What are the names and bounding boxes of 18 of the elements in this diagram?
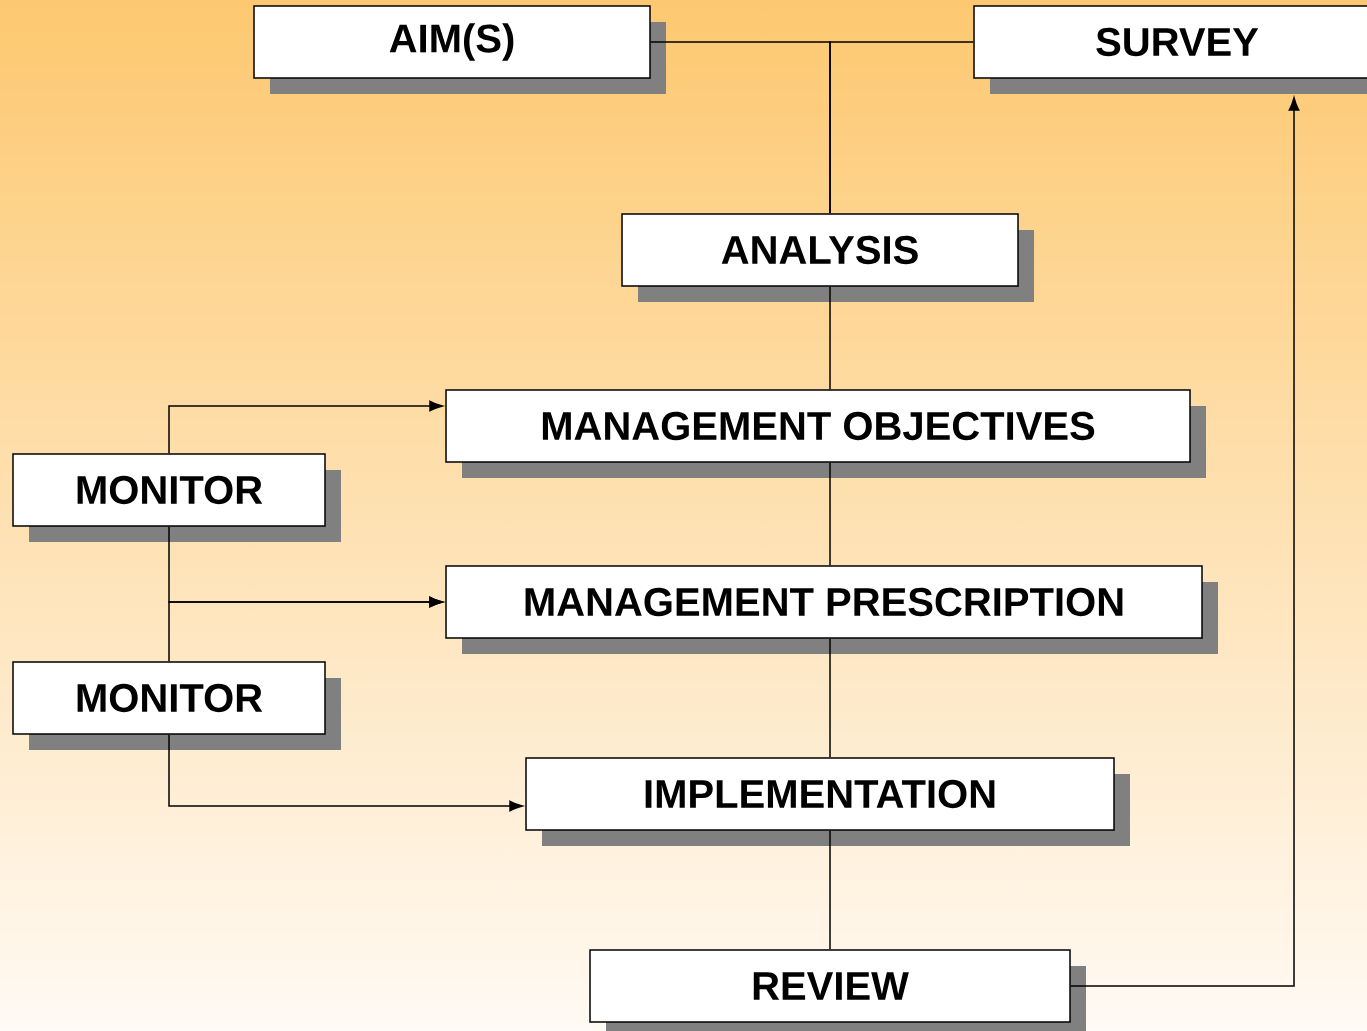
- connector: [1070, 97, 1300, 987]
- connector: [829, 41, 974, 214]
- process-box: IMPLEMENTATION: [525, 757, 1130, 846]
- connector: [168, 596, 443, 662]
- process-box: AIM(S): [253, 5, 666, 94]
- connector: [168, 734, 523, 812]
- connector: [829, 638, 831, 758]
- connector: [168, 400, 443, 454]
- process-box: REVIEW: [589, 949, 1086, 1031]
- process-box: MONITOR: [12, 661, 341, 750]
- process-box: MANAGEMENT OBJECTIVES: [445, 389, 1206, 478]
- connector: [829, 462, 831, 566]
- process-box: SURVEY: [973, 5, 1367, 94]
- connector: [829, 830, 831, 950]
- process-box: ANALYSIS: [621, 213, 1034, 302]
- process-box: MONITOR: [12, 453, 341, 542]
- process-box: MANAGEMENT PRESCRIPTION: [445, 565, 1218, 654]
- connector: [829, 286, 831, 390]
